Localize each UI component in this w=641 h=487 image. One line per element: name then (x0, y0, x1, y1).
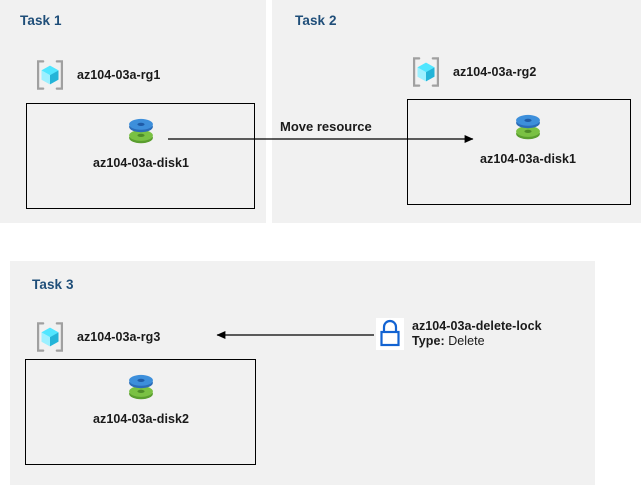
lock-type-value: Delete (448, 334, 485, 348)
resource-group-icon (33, 58, 67, 92)
disk-label-task-3: az104-03a-disk2 (93, 412, 189, 426)
resource-lock-node: az104-03a-delete-lock Type: Delete (376, 318, 542, 350)
managed-disk-icon (122, 114, 160, 148)
resource-group-node-rg1: az104-03a-rg1 (33, 58, 160, 92)
disk-label-task-1: az104-03a-disk1 (93, 156, 189, 170)
panel-task-1 (0, 0, 266, 223)
lock-name-label: az104-03a-delete-lock (412, 319, 542, 333)
resource-group-icon (33, 320, 67, 354)
resource-box-task-1 (26, 103, 255, 209)
disk-label-task-2: az104-03a-disk1 (480, 152, 576, 166)
disk-node-task-3: az104-03a-disk2 (79, 370, 203, 426)
resource-box-task-3 (25, 359, 256, 465)
panel-title-task-1: Task 1 (20, 13, 62, 28)
resource-group-icon (409, 55, 443, 89)
managed-disk-icon (509, 110, 547, 144)
resource-group-node-rg3: az104-03a-rg3 (33, 320, 160, 354)
resource-group-label-rg3: az104-03a-rg3 (77, 330, 161, 344)
panel-task-2 (272, 0, 641, 223)
disk-node-task-1: az104-03a-disk1 (79, 114, 203, 170)
disk-node-task-2: az104-03a-disk1 (466, 110, 590, 166)
resource-group-label-rg1: az104-03a-rg1 (77, 68, 161, 82)
lock-text-block: az104-03a-delete-lock Type: Delete (412, 319, 542, 349)
arrow-label-move-resource: Move resource (280, 119, 372, 134)
panel-task-3 (10, 261, 595, 485)
lock-icon (376, 318, 404, 350)
resource-box-task-2 (407, 99, 631, 205)
resource-group-node-rg2: az104-03a-rg2 (409, 55, 536, 89)
managed-disk-icon (122, 370, 160, 404)
lock-type-line: Type: Delete (412, 334, 542, 349)
panel-title-task-2: Task 2 (295, 13, 337, 28)
lock-type-key: Type: (412, 334, 445, 348)
resource-group-label-rg2: az104-03a-rg2 (453, 65, 537, 79)
panel-title-task-3: Task 3 (32, 277, 74, 292)
